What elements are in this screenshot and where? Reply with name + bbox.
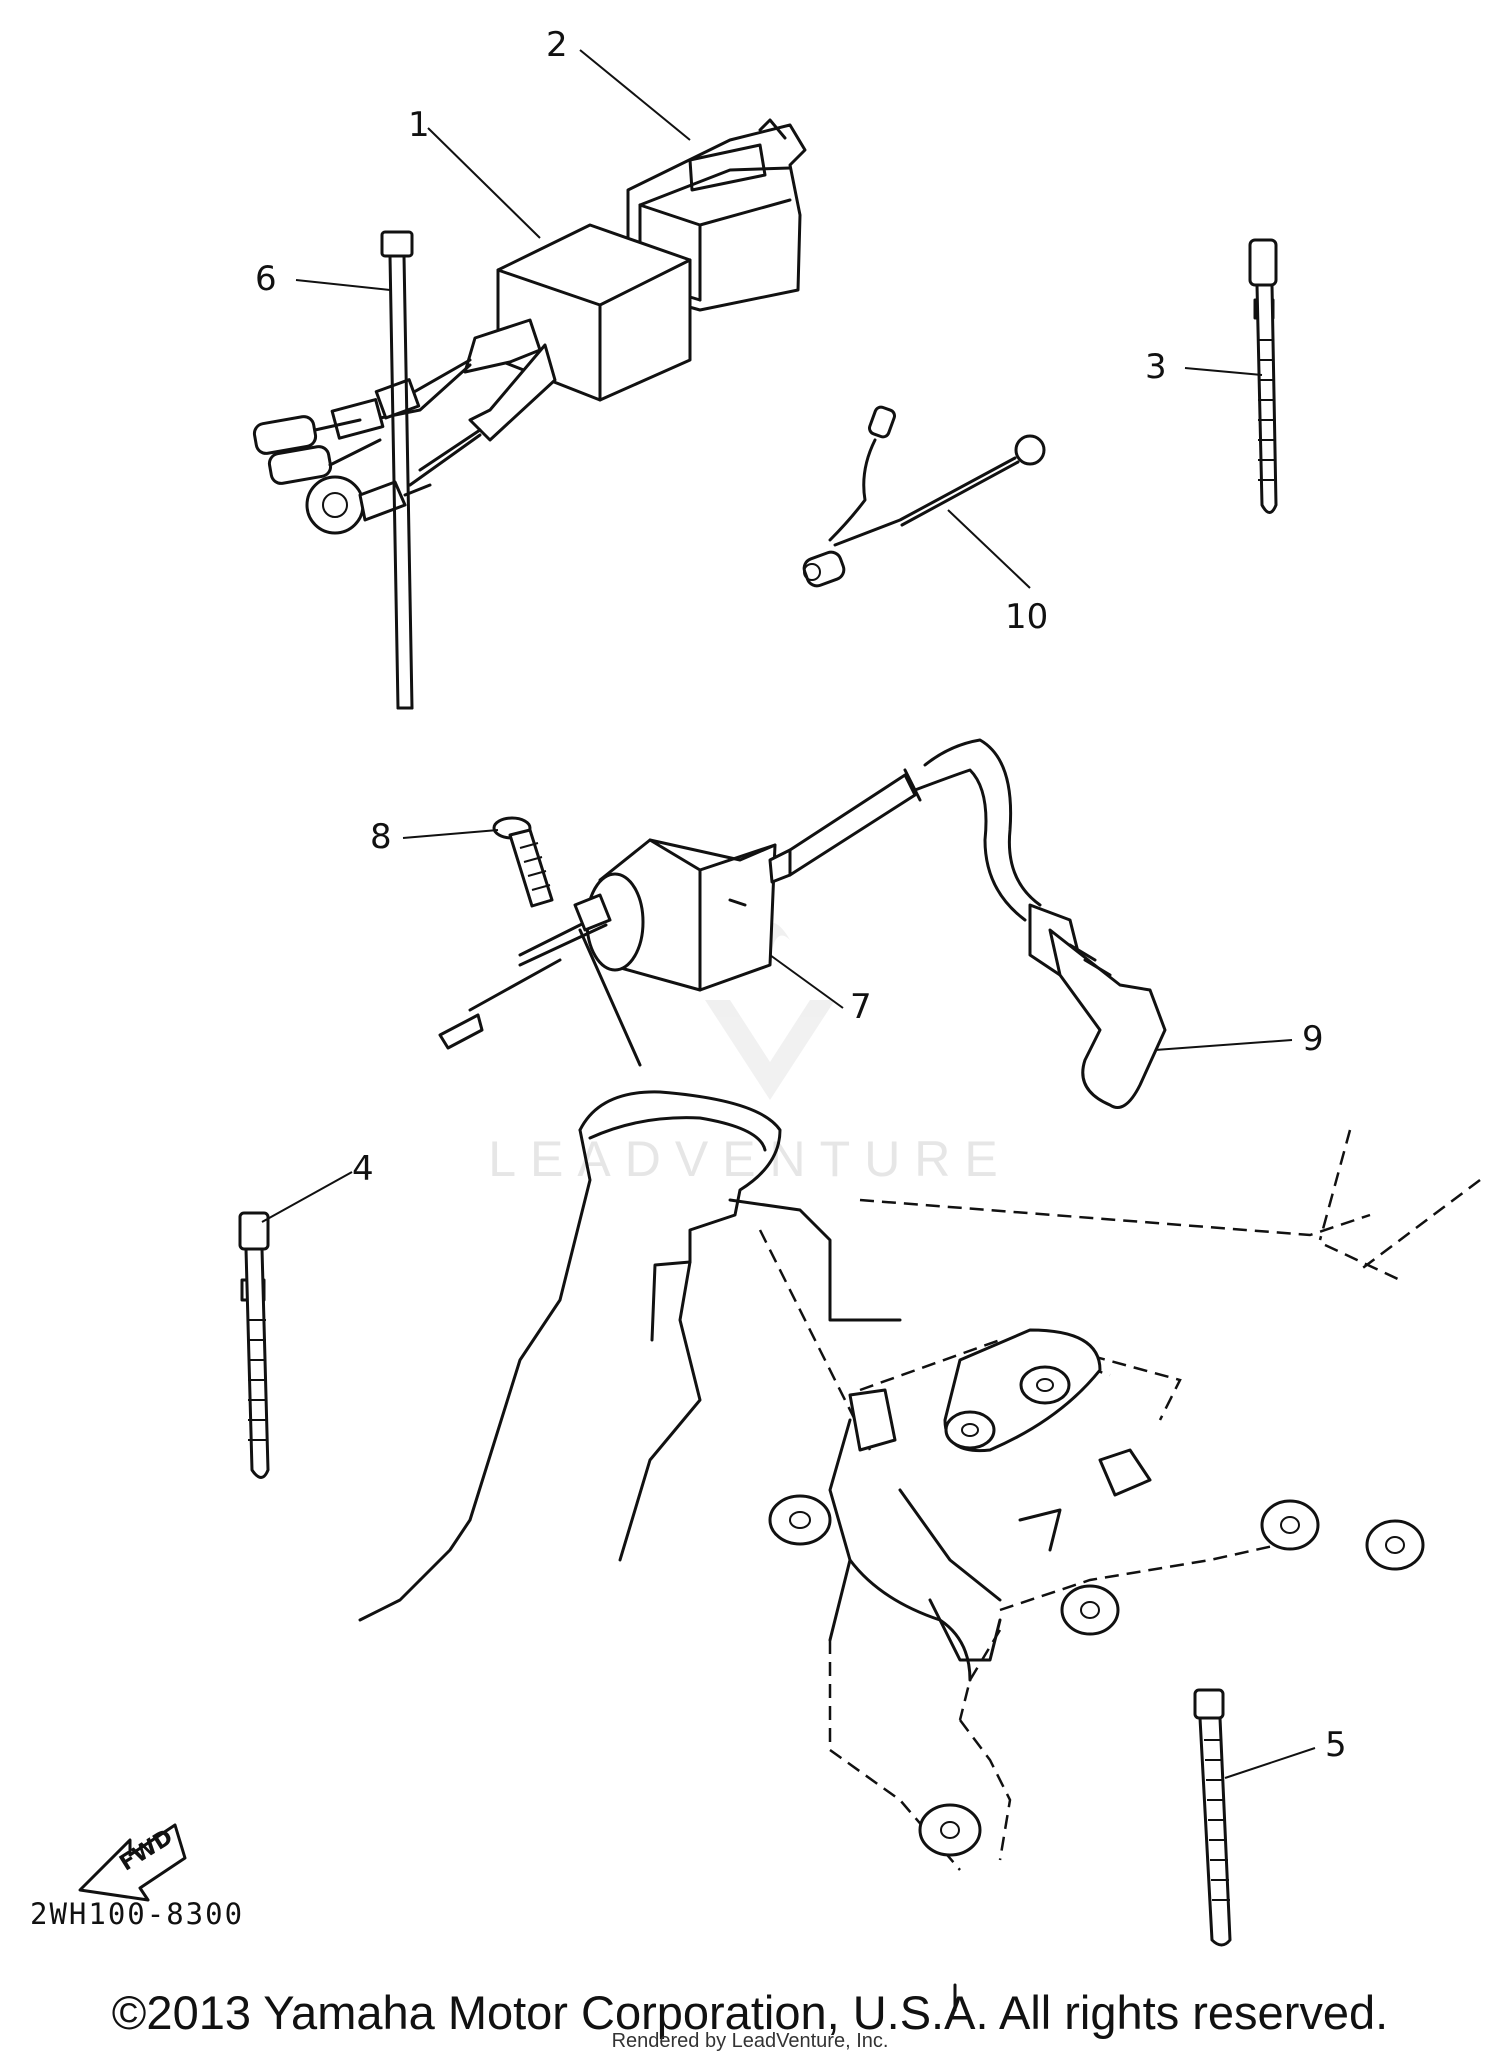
rendered-by-notice: Rendered by LeadVenture, Inc.	[611, 2030, 889, 2052]
callout-1[interactable]: 1	[408, 105, 430, 145]
part-1-cdi-unit	[252, 223, 692, 535]
callout-10[interactable]: 10	[1005, 597, 1049, 637]
callout-8[interactable]: 8	[370, 817, 392, 857]
callout-6[interactable]: 6	[255, 259, 277, 299]
part-5-cable-tie	[1193, 1688, 1232, 1947]
watermark-text: LEADVENTURE	[488, 1131, 1012, 1187]
copyright-notice: ©2013 Yamaha Motor Corporation, U.S.A. A…	[111, 1986, 1389, 2039]
part-8-screw	[492, 816, 554, 908]
fwd-arrow	[78, 1823, 187, 1902]
part-7-ignition-coil	[438, 738, 1042, 1067]
part-4-cable-tie	[238, 1211, 270, 1479]
part-10-lead-wire	[802, 405, 1046, 588]
part-3-cable-tie	[1248, 238, 1278, 514]
callout-9[interactable]: 9	[1302, 1019, 1324, 1059]
leader-lines	[261, 49, 1316, 1779]
callout-3[interactable]: 3	[1145, 347, 1167, 387]
part-6-long-cable-tie	[380, 230, 414, 710]
part-9-plug-cap	[1028, 903, 1167, 1109]
diagram-part-code: 2WH100-8300	[30, 1897, 245, 1931]
callout-2[interactable]: 2	[546, 25, 568, 65]
callout-5[interactable]: 5	[1325, 1725, 1347, 1765]
callout-4[interactable]: 4	[352, 1149, 374, 1189]
callout-7[interactable]: 7	[850, 987, 872, 1027]
frame-outline	[358, 1090, 1481, 2012]
